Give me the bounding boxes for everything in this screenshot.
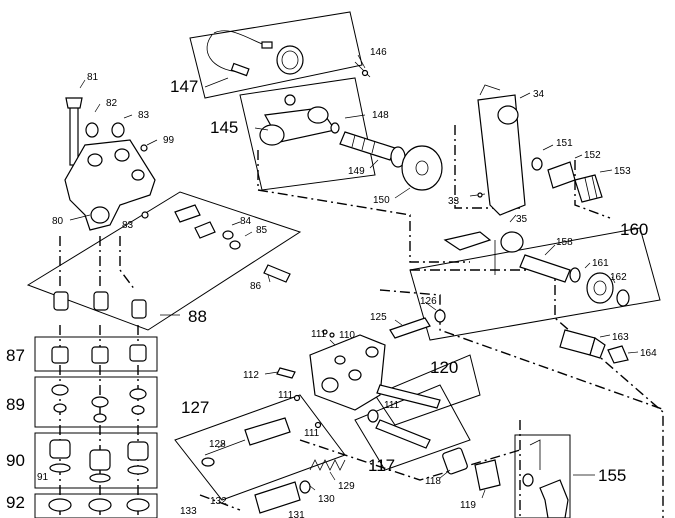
label-85: 85 [256,225,268,236]
part-117-120 [367,384,501,499]
part-80-manifold [64,79,158,231]
label-146: 146 [370,47,387,58]
label-92: 92 [6,493,25,512]
part-155-elbow [522,439,595,518]
label-88: 88 [188,307,207,326]
label-125: 125 [370,312,387,323]
label-111-b: 111 [278,390,294,401]
part-90-row [49,439,149,483]
part-89-row [51,384,147,423]
part-87-row [51,344,147,364]
label-111-a: 111 [311,329,327,340]
assembly-paths [59,125,666,518]
group-boxes [26,11,661,518]
label-147: 147 [170,77,198,96]
label-152: 152 [584,150,601,161]
label-163: 163 [612,332,629,343]
part-151-153-fittings [531,144,613,203]
label-162: 162 [610,272,627,283]
label-150: 150 [373,195,390,206]
label-119: 119 [460,500,476,511]
label-87: 87 [6,346,25,365]
part-163-164 [559,329,639,364]
label-145: 145 [210,118,238,137]
label-81: 81 [87,72,99,83]
label-111-d: 111 [304,428,320,439]
label-80: 80 [52,216,64,227]
callout-labels: 146 147 145 148 149 150 34 33 151 152 15… [6,47,657,518]
part-35-unloader [443,214,630,307]
label-90: 90 [6,451,25,470]
part-147-gauge [204,30,304,88]
label-117: 117 [368,456,395,475]
label-164: 164 [640,348,657,359]
label-110: 110 [339,330,355,341]
label-155: 155 [598,466,626,485]
label-132: 132 [210,496,227,507]
label-149: 149 [348,166,365,177]
label-33: 33 [448,196,460,207]
part-110-head [264,301,446,429]
part-145-valve-assy [254,54,443,199]
label-34: 34 [533,89,545,100]
label-126: 126 [420,296,437,307]
label-148: 148 [372,110,389,121]
label-128: 128 [209,439,226,450]
label-82: 82 [106,98,118,109]
label-160: 160 [620,220,648,239]
label-35: 35 [516,214,528,225]
part-34-bracket [469,84,531,216]
label-84: 84 [240,216,252,227]
label-86: 86 [250,281,262,292]
part-84-86 [174,204,291,283]
part-127-133 [201,417,346,514]
label-131: 131 [288,510,305,518]
label-120: 120 [430,358,458,377]
label-91: 91 [37,472,49,483]
label-130: 130 [318,494,335,505]
label-127: 127 [181,398,209,417]
label-161: 161 [592,258,609,269]
label-99: 99 [163,135,175,146]
label-118: 118 [425,476,441,487]
label-112: 112 [243,370,259,381]
part-92-row [48,498,150,512]
label-133: 133 [180,506,197,517]
label-83-top: 83 [138,110,150,121]
label-158: 158 [556,237,573,248]
label-129: 129 [338,481,355,492]
label-83-bottom: 83 [122,220,134,231]
label-151: 151 [556,138,573,149]
label-111-c: 111 [384,400,400,411]
part-88-check-valves [53,291,180,319]
label-89: 89 [6,395,25,414]
label-153: 153 [614,166,631,177]
